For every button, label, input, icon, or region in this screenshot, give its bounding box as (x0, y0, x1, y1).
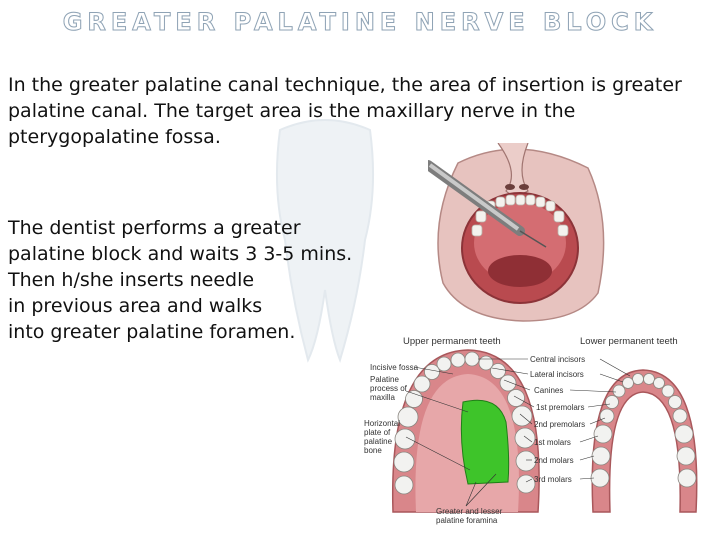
syringe-icon (428, 160, 547, 248)
procedure-line: in previous area and walks (8, 295, 263, 317)
open-mouth-injection-illustration (428, 143, 605, 322)
label-1st-premolars: 1st premolars (536, 403, 584, 412)
slide-title: GREATER PALATINE NERVE BLOCK (62, 8, 658, 37)
label-palatine-process: Palatine process of maxilla (370, 375, 408, 402)
background-tooth-icon (275, 119, 375, 364)
procedure-line: into greater palatine foramen. (8, 321, 296, 343)
svg-text:bone: bone (364, 446, 382, 455)
procedure-line: The dentist performs a greater (8, 217, 301, 239)
label-2nd-molars: 2nd molars (534, 456, 574, 465)
lower-teeth-heading: Lower permanent teeth (580, 336, 678, 347)
label-palatine-foramina: Greater and lesser palatine foramina (436, 507, 503, 525)
lower-teeth (590, 373, 697, 488)
label-1st-molars: 1st molars (534, 438, 571, 447)
label-central-incisors: Central incisors (530, 355, 585, 364)
label-horizontal-plate: Horizontal plate of palatine bone (364, 419, 400, 455)
svg-text:palatine foramina: palatine foramina (436, 516, 498, 525)
svg-text:Horizontal: Horizontal (364, 419, 400, 428)
procedure-line: Then h/she inserts needle (8, 269, 255, 291)
svg-text:plate of: plate of (364, 428, 391, 437)
label-2nd-premolars: 2nd premolars (534, 420, 585, 429)
teeth-diagram: Upper permanent teeth Lower permanent te… (364, 336, 698, 525)
upper-teeth-heading: Upper permanent teeth (403, 336, 501, 347)
palate-highlight (460, 399, 510, 485)
procedure-paragraph: The dentist performs a greater palatine … (8, 215, 368, 345)
intro-paragraph: In the greater palatine canal technique,… (8, 74, 682, 148)
svg-text:maxilla: maxilla (370, 393, 395, 402)
procedure-line: palatine block and waits 3 3-5 mins. (8, 243, 353, 265)
svg-text:process of: process of (370, 384, 408, 393)
svg-text:Palatine: Palatine (370, 375, 399, 384)
label-canines: Canines (534, 386, 563, 395)
svg-text:Greater and lesser: Greater and lesser (436, 507, 503, 516)
svg-text:palatine: palatine (364, 437, 393, 446)
right-label-leaders (478, 358, 631, 483)
label-incisive-fossa: Incisive fossa (370, 363, 419, 372)
upper-teeth (393, 351, 537, 495)
label-3rd-molars: 3rd molars (534, 475, 572, 484)
label-lateral-incisors: Lateral incisors (530, 370, 584, 379)
right-labels: Central incisors Lateral incisors Canine… (530, 355, 585, 484)
